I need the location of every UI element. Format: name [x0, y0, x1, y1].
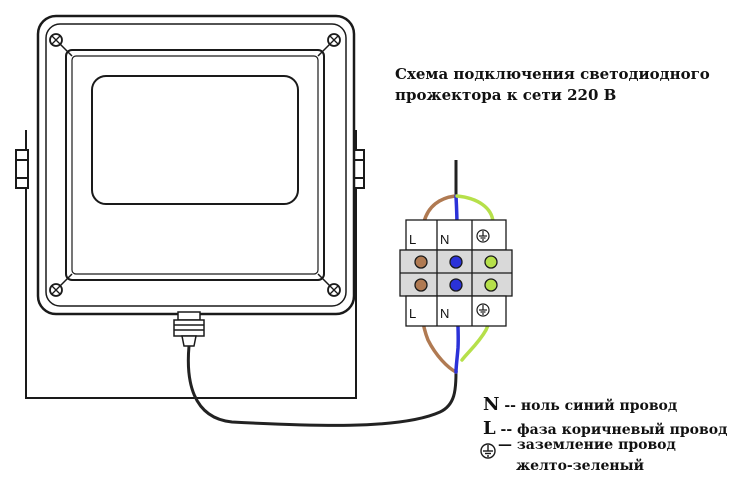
- legend-phase: L -- фаза коричневый провод: [483, 418, 727, 439]
- legend-neutral: N -- ноль синий провод: [483, 394, 677, 415]
- screw-icon: [49, 33, 63, 47]
- ground-symbol-icon: [476, 229, 490, 243]
- title-line-1: Схема подключения светодиодного: [395, 65, 710, 83]
- terminal-label-n-bottom: N: [440, 306, 449, 321]
- legend-phase-key: L: [483, 418, 496, 439]
- ground-symbol-icon: [480, 443, 496, 459]
- title-line-2: прожектора к сети 220 В: [395, 86, 617, 104]
- screw-icon: [327, 283, 341, 297]
- legend-neutral-text: -- ноль синий провод: [504, 398, 678, 414]
- power-cable: [186, 345, 458, 427]
- ground-symbol-icon: [476, 303, 490, 317]
- legend-earth-text-1: заземление провод: [516, 437, 676, 453]
- terminal-block: [399, 219, 513, 327]
- legend-earth-line-2: желто-зеленый: [516, 458, 644, 474]
- legend-earth: — заземление провод: [498, 437, 676, 453]
- cable-gland: [173, 311, 205, 347]
- legend-earth-text-2: желто-зеленый: [516, 458, 645, 474]
- legend-neutral-key: N: [483, 394, 500, 415]
- screw-icon: [327, 33, 341, 47]
- projector-housing: [36, 14, 356, 316]
- diagram-title: Схема подключения светодиодного прожекто…: [395, 64, 740, 106]
- legend-earth-dash: —: [498, 437, 512, 453]
- terminal-label-n-top: N: [440, 232, 449, 247]
- terminal-label-l-bottom: L: [409, 306, 416, 321]
- screw-icon: [49, 283, 63, 297]
- terminal-label-l-top: L: [409, 232, 416, 247]
- legend-phase-text: -- фаза коричневый провод: [500, 422, 728, 438]
